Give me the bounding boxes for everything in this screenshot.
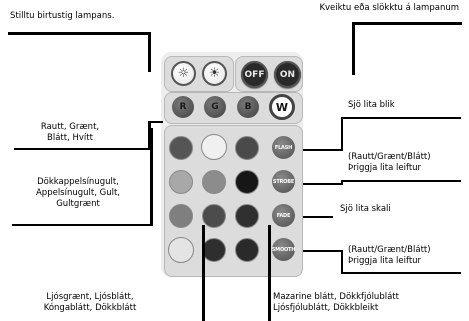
- bulb-bright-icon: ☀: [208, 66, 221, 81]
- color-button-row3-1[interactable]: [169, 204, 193, 228]
- power-label: Kveiktu eða slökktu á lampanum: [319, 3, 459, 13]
- flash-label: Sjö lita blik: [348, 100, 395, 110]
- color-button-row2-3[interactable]: [235, 170, 259, 194]
- strobe-leader-top: [341, 180, 461, 182]
- bulb-dim-icon: ☼: [177, 66, 190, 81]
- smooth-leader-drop: [341, 250, 343, 274]
- on-button[interactable]: ON: [274, 61, 301, 88]
- oranges-leader: [12, 224, 152, 226]
- smooth-leader-bottom: [341, 272, 461, 274]
- rgbw-label: Rautt, Grænt, Blátt, Hvítt: [20, 122, 120, 144]
- blues-leader: [268, 225, 271, 321]
- brightness-up-button[interactable]: ☀: [202, 61, 227, 86]
- fade-leader: [303, 216, 333, 218]
- greens-label: Ljósgrænt, Ljósblátt, Kóngablátt, Dökkbl…: [20, 292, 160, 314]
- flash-leader-rise: [341, 117, 343, 151]
- strobe-label: (Rautt/Grænt/Blátt) Þriggja lita leiftur: [348, 152, 431, 174]
- strobe-leader: [303, 183, 343, 185]
- oranges-label-line-1: Dökkappelsínugult,: [37, 177, 119, 187]
- blues-label-line-1: Mazarine blátt, Dökkfjólublátt: [273, 292, 399, 302]
- blue-button[interactable]: B: [237, 96, 259, 118]
- color-button-row3-3[interactable]: [235, 204, 259, 228]
- oranges-leader-bracket: [150, 128, 153, 226]
- strobe-leader-rise: [341, 180, 343, 185]
- brightness-leader: [8, 32, 150, 35]
- oranges-label-line-3: Gultgrænt: [56, 199, 100, 209]
- smooth-button[interactable]: SMOOTH: [272, 238, 295, 261]
- green-button[interactable]: G: [204, 96, 226, 118]
- color-button-row3-2[interactable]: [202, 204, 226, 228]
- color-button-row4-2[interactable]: [202, 238, 226, 262]
- smooth-label-line-2: Þriggja lita leiftur: [348, 256, 422, 266]
- color-button-row2-1[interactable]: [169, 170, 193, 194]
- color-button-row4-1[interactable]: [168, 237, 194, 263]
- color-button-row1-3[interactable]: [235, 136, 259, 160]
- off-button[interactable]: OFF: [241, 61, 268, 88]
- rgbw-label-line-1: Rautt, Grænt,: [40, 122, 100, 132]
- flash-button[interactable]: FLASH: [272, 136, 295, 159]
- color-button-row2-2[interactable]: [202, 170, 226, 194]
- flash-leader-top: [341, 117, 461, 119]
- greens-label-line-2: Kóngablátt, Dökkblátt: [43, 303, 137, 313]
- strobe-button[interactable]: STROBE: [272, 170, 295, 193]
- strobe-label-line-1: (Rautt/Grænt/Blátt): [348, 152, 431, 162]
- fade-label: Sjö lita skali: [340, 204, 391, 214]
- oranges-label: Dökkappelsínugult, Appelsínugult, Gult, …: [18, 177, 138, 210]
- brightness-leader-drop: [148, 32, 151, 72]
- smooth-label: (Rautt/Grænt/Blátt) Þriggja lita leiftur: [348, 245, 431, 267]
- rgbw-leader-tip: [148, 121, 163, 123]
- fade-button[interactable]: FADE: [272, 204, 295, 227]
- remote-control: ☼ ☀ OFF ON R G B W FLASH STROBE FADE SMO…: [161, 52, 303, 277]
- rgbw-leader: [14, 148, 150, 150]
- color-button-row1-1[interactable]: [169, 136, 193, 160]
- color-button-row1-2[interactable]: [201, 134, 227, 160]
- oranges-label-line-2: Appelsínugult, Gult,: [35, 188, 120, 198]
- power-leader-drop: [352, 22, 355, 75]
- smooth-leader: [303, 250, 343, 252]
- blues-label-line-2: Ljósfjólublátt, Dökkbleikt: [273, 303, 379, 313]
- white-button[interactable]: W: [269, 94, 295, 120]
- greens-label-line-1: Ljósgrænt, Ljósblátt,: [46, 292, 134, 302]
- red-button[interactable]: R: [172, 96, 194, 118]
- rgbw-leader-rise: [148, 122, 151, 150]
- color-button-row4-3[interactable]: [235, 238, 259, 262]
- brightness-down-button[interactable]: ☼: [171, 61, 196, 86]
- flash-leader: [303, 149, 343, 151]
- blues-label: Mazarine blátt, Dökkfjólublátt Ljósfjólu…: [273, 292, 399, 314]
- smooth-label-line-1: (Rautt/Grænt/Blátt): [348, 245, 431, 255]
- strobe-label-line-2: Þriggja lita leiftur: [348, 163, 422, 173]
- greens-leader: [202, 225, 205, 321]
- brightness-label: Stilltu birtustig lampans.: [10, 11, 115, 21]
- power-leader: [352, 22, 462, 25]
- rgbw-label-line-2: Blátt, Hvítt: [47, 133, 93, 143]
